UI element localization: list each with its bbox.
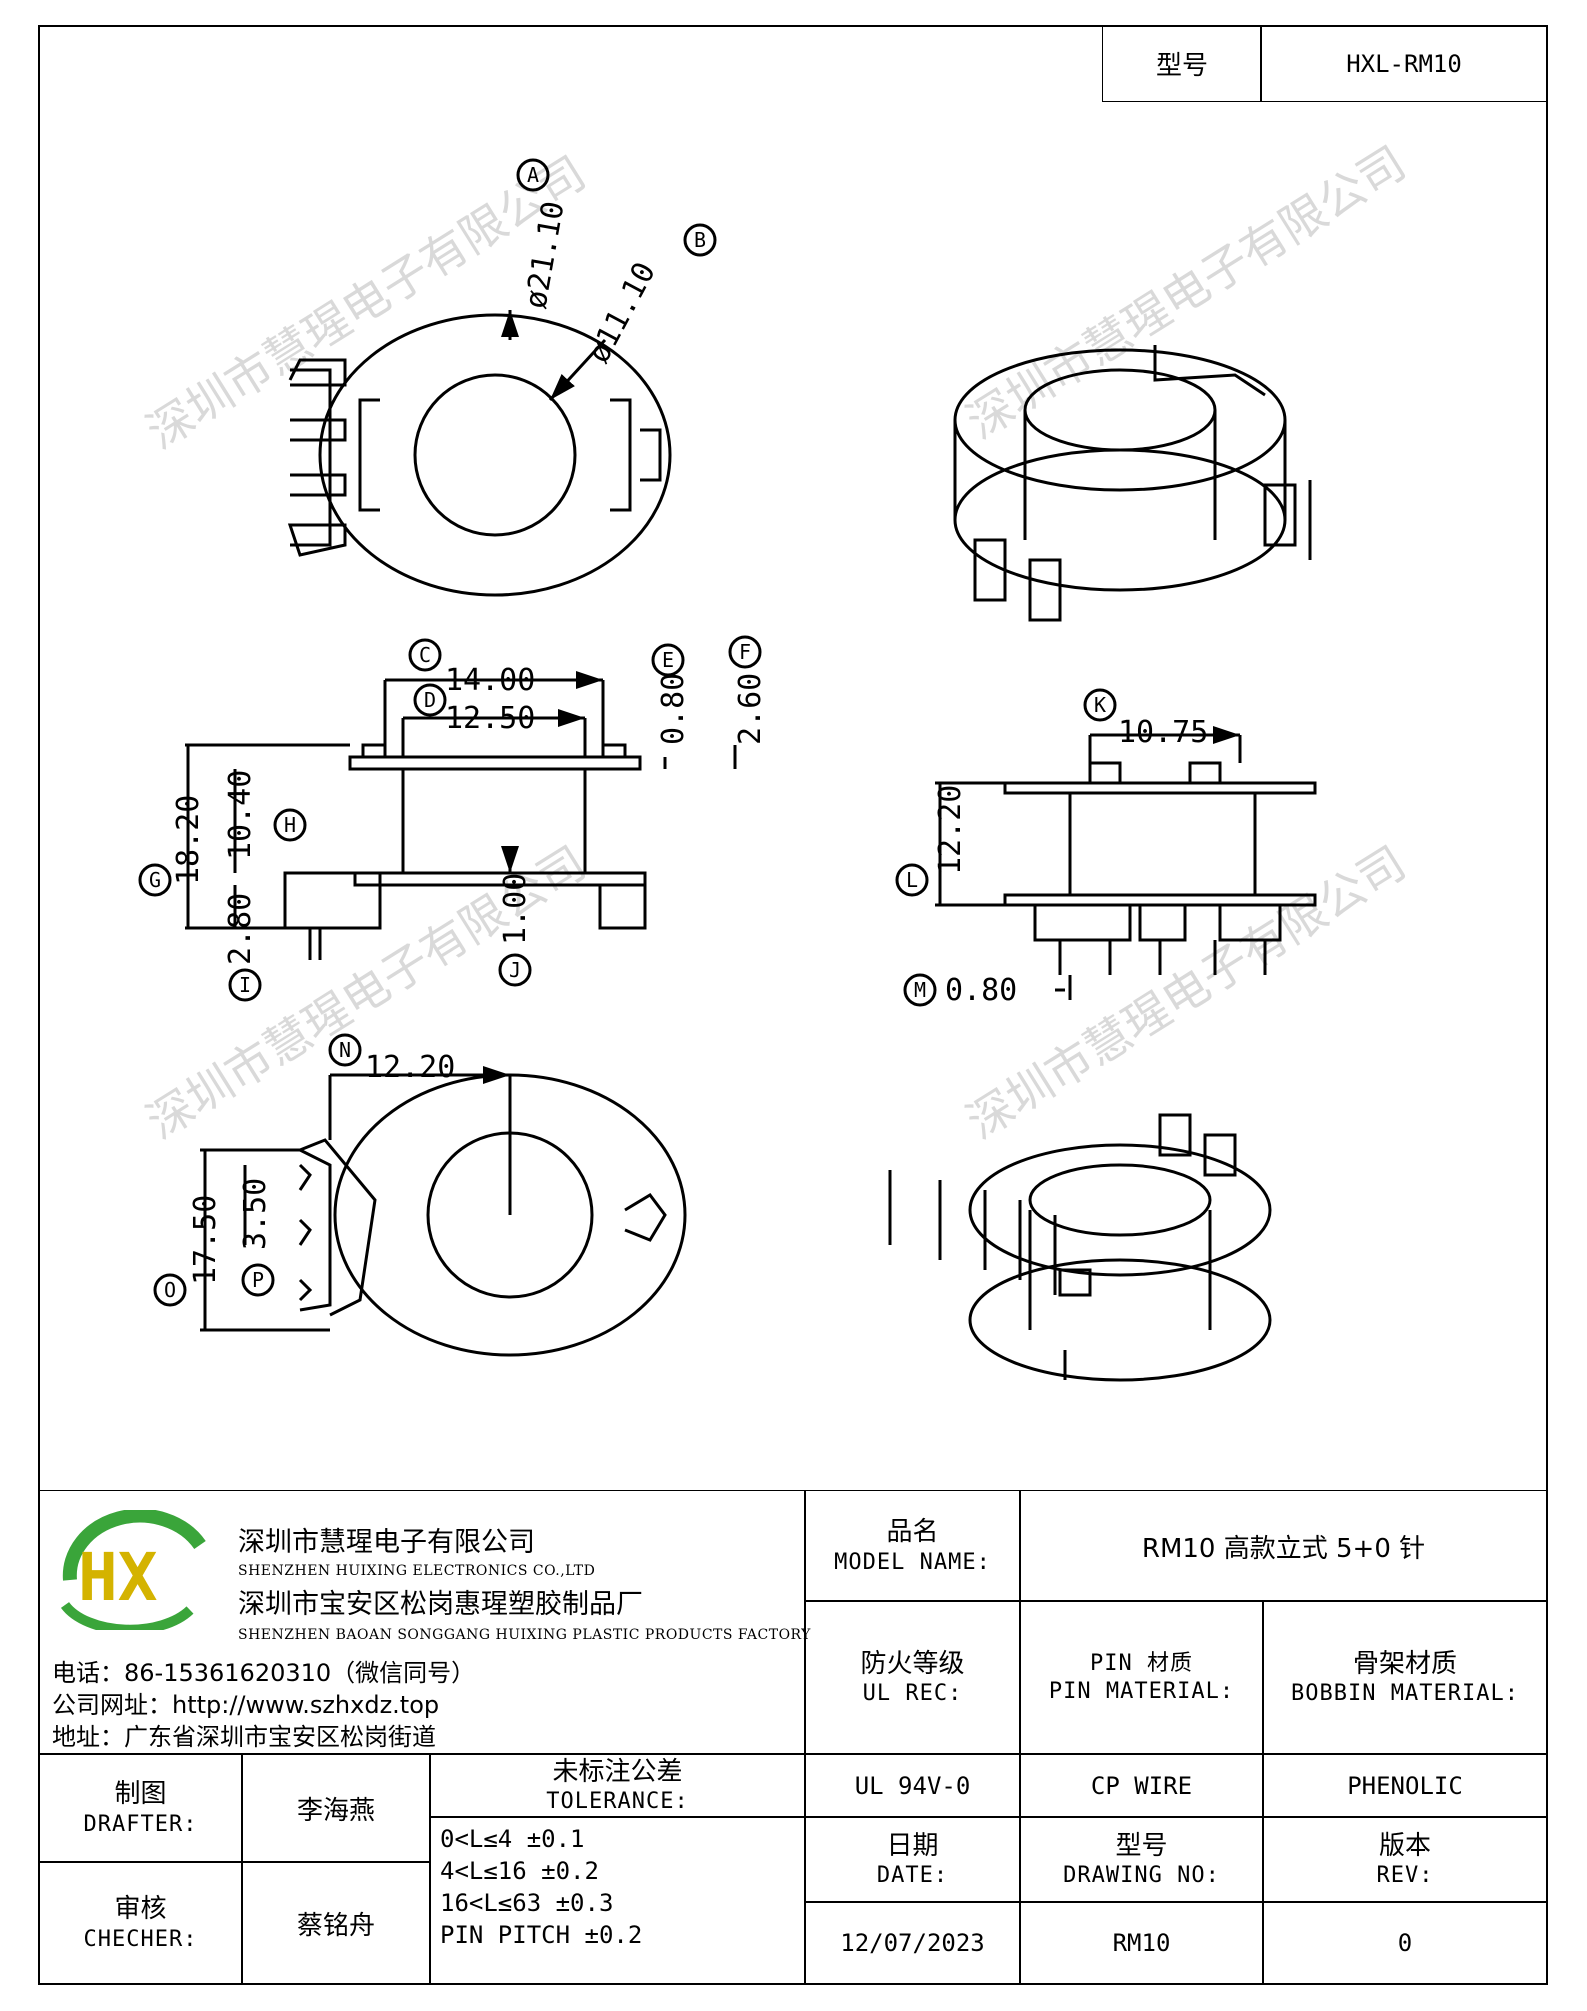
dim-l-value: 12.20 (933, 785, 968, 875)
balloon-c: C (419, 643, 431, 667)
dim-k-value: 10.75 (1118, 715, 1208, 750)
contact-address: 地址：广东省深圳市宝安区松岗街道 (52, 1723, 436, 1751)
balloon-g: G (149, 868, 161, 892)
contact-phone: 电话：86-15361620310（微信同号） (52, 1659, 476, 1687)
dim-c-value: 14.00 (445, 663, 535, 698)
balloon-a: A (527, 163, 539, 187)
balloon-f: F (739, 640, 751, 664)
dim-n-value: 12.20 (365, 1050, 455, 1085)
dim-p-value: 3.50 (238, 1178, 273, 1250)
tolerance-line: PIN PITCH ±0.2 (440, 1921, 643, 1949)
balloon-e: E (662, 648, 674, 672)
side-view (1003, 761, 1317, 975)
model-name-value: RM10 高款立式 5+0 针 (1019, 1490, 1548, 1602)
dimension-balloons: A B C D E F G H I J K L M N O P (149, 163, 1106, 1302)
dim-m-value: 0.80 (945, 973, 1017, 1008)
balloon-j: J (509, 958, 521, 982)
isometric-bottom-view (888, 1113, 1272, 1382)
model-label: 型号 (1102, 25, 1262, 102)
balloon-n: N (339, 1038, 351, 1062)
contact-website: 公司网址：http://www.szhxdz.top (52, 1691, 440, 1719)
balloon-d: D (424, 688, 436, 712)
tolerance-line: 0<L≤4 ±0.1 (440, 1825, 585, 1853)
model-value: HXL-RM10 (1260, 25, 1548, 102)
factory-name-en: SHENZHEN BAOAN SONGGANG HUIXING PLASTIC … (238, 1627, 811, 1643)
rev-value: 0 (1262, 1901, 1548, 1985)
dim-d-value: 12.50 (445, 701, 535, 736)
logo-swoosh-top (62, 1510, 206, 1581)
dim-j-value: 1.00 (498, 873, 533, 945)
balloon-o: O (164, 1278, 176, 1302)
isometric-top-view (953, 345, 1312, 622)
dim-h-value: 10.40 (223, 770, 258, 860)
balloon-p: P (252, 1268, 264, 1292)
watermark-text: 深圳市慧瑆电子有限公司 (957, 835, 1415, 1149)
date-value: 12/07/2023 (804, 1901, 1021, 1985)
balloon-i: I (239, 973, 251, 997)
ul-rec-value: UL 94V-0 (804, 1753, 1021, 1818)
dim-f-value: 2.60 (733, 673, 768, 745)
balloon-k: K (1094, 693, 1106, 717)
drafter-value: 李海燕 (241, 1753, 431, 1863)
tolerance-table (429, 1816, 806, 1985)
company-name-en: SHENZHEN HUIXING ELECTRONICS CO.,LTD (238, 1563, 596, 1579)
dim-g-value: 18.20 (171, 795, 206, 885)
drawing-no-value: RM10 (1019, 1901, 1264, 1985)
company-name-cn: 深圳市慧瑆电子有限公司 (238, 1527, 535, 1558)
balloon-m: M (914, 978, 926, 1002)
balloon-h: H (284, 813, 296, 837)
logo-text: HX (78, 1539, 157, 1616)
bobbin-material-value: PHENOLIC (1262, 1753, 1548, 1818)
dim-e-value: 0.80 (656, 673, 691, 745)
tolerance-line: 16<L≤63 ±0.3 (440, 1889, 614, 1917)
bottom-view (298, 1073, 687, 1357)
factory-name-cn: 深圳市宝安区松岗惠瑆塑胶制品厂 (238, 1589, 643, 1620)
front-view (283, 743, 647, 960)
balloon-b: B (694, 228, 706, 252)
technical-drawing: 深圳市慧瑆电子有限公司 深圳市慧瑆电子有限公司 深圳市慧瑆电子有限公司 深圳市慧… (137, 135, 1415, 1382)
dim-b-value: ø11.10 (581, 257, 663, 369)
balloon-l: L (906, 868, 918, 892)
company-block (38, 1490, 806, 1755)
company-logo: HX (60, 1510, 206, 1630)
pin-material-value: CP WIRE (1019, 1753, 1264, 1818)
top-view (287, 313, 672, 597)
tolerance-line: 4<L≤16 ±0.2 (440, 1857, 599, 1885)
dim-o-value: 17.50 (188, 1195, 223, 1285)
tolerance-values: 0<L≤4 ±0.1 4<L≤16 ±0.2 16<L≤63 ±0.3 PIN … (440, 1823, 760, 1951)
dim-i-value: 2.80 (223, 893, 258, 965)
checker-value: 蔡铭舟 (241, 1861, 431, 1985)
logo-swoosh-bottom (60, 1601, 194, 1630)
watermark-group: 深圳市慧瑆电子有限公司 深圳市慧瑆电子有限公司 深圳市慧瑆电子有限公司 深圳市慧… (137, 135, 1415, 1149)
